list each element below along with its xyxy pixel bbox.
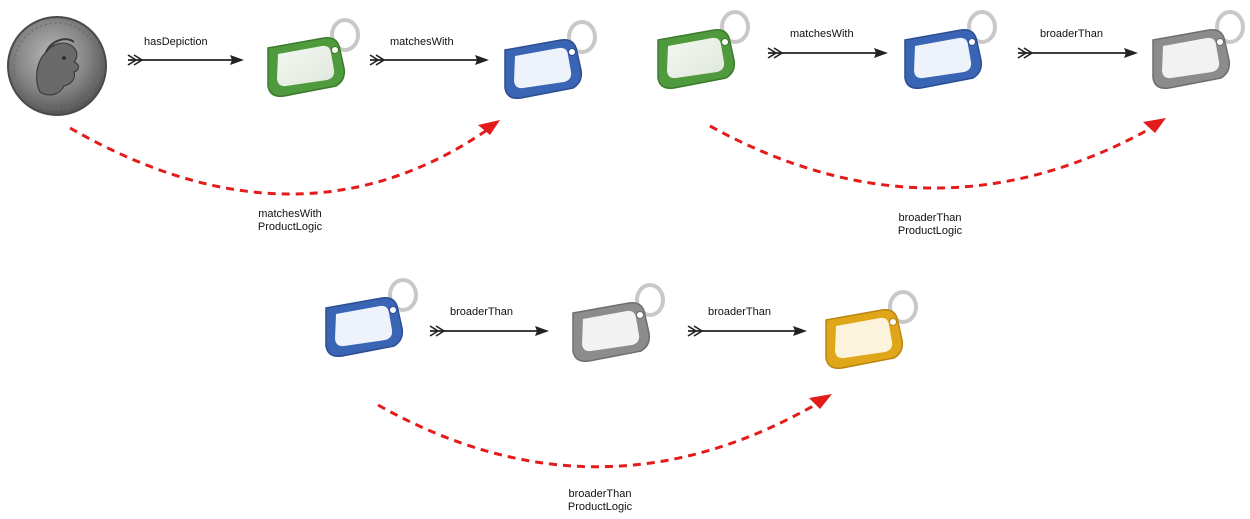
tag-icon-blue-2	[904, 10, 997, 90]
edge-label-matcheswith-2: matchesWith	[790, 28, 854, 40]
inferred-label-1-line2: ProductLogic	[257, 221, 323, 233]
edge-label-matcheswith-1: matchesWith	[390, 36, 454, 48]
tag-icon-blue-3	[325, 278, 418, 358]
edge-label-broaderthan-3: broaderThan	[708, 306, 771, 318]
coin-icon	[7, 16, 107, 116]
inferred-arrow-2	[709, 118, 1166, 190]
tag-icon-green-2	[657, 10, 750, 90]
inferred-label-1: matchesWith ProductLogic	[240, 208, 340, 234]
arrow-broaderthan-1	[1017, 47, 1138, 59]
tag-icon-green-1	[267, 18, 360, 98]
edge-label-hasdepiction: hasDepiction	[144, 36, 208, 48]
tag-ring	[330, 18, 360, 52]
tag-icon-gray-1	[1152, 10, 1245, 90]
edge-label-broaderthan-1: broaderThan	[1040, 28, 1103, 40]
arrow-broaderthan-2	[429, 325, 549, 337]
inferred-label-2-line2: ProductLogic	[897, 225, 963, 237]
arrow-broaderthan-3	[687, 325, 807, 337]
inferred-label-3-line1: broaderThan	[568, 488, 632, 500]
arrow-matcheswith-2	[767, 47, 888, 59]
arrow-hasdepiction	[127, 54, 244, 66]
inferred-arrow-3	[377, 394, 832, 469]
inferred-arrow-1	[69, 120, 500, 196]
tag-icon-yellow-1	[825, 290, 918, 370]
tag-icon-gray-2	[572, 283, 665, 363]
inferred-label-3: broaderThan ProductLogic	[550, 488, 650, 514]
arrow-matcheswith-1	[369, 54, 489, 66]
inferred-label-3-line2: ProductLogic	[567, 501, 633, 513]
inferred-label-2: broaderThan ProductLogic	[880, 212, 980, 238]
edge-label-broaderthan-2: broaderThan	[450, 306, 513, 318]
inferred-label-1-line1: matchesWith	[258, 208, 322, 220]
inferred-label-2-line1: broaderThan	[898, 212, 962, 224]
tag-icon-blue-1	[504, 20, 597, 100]
